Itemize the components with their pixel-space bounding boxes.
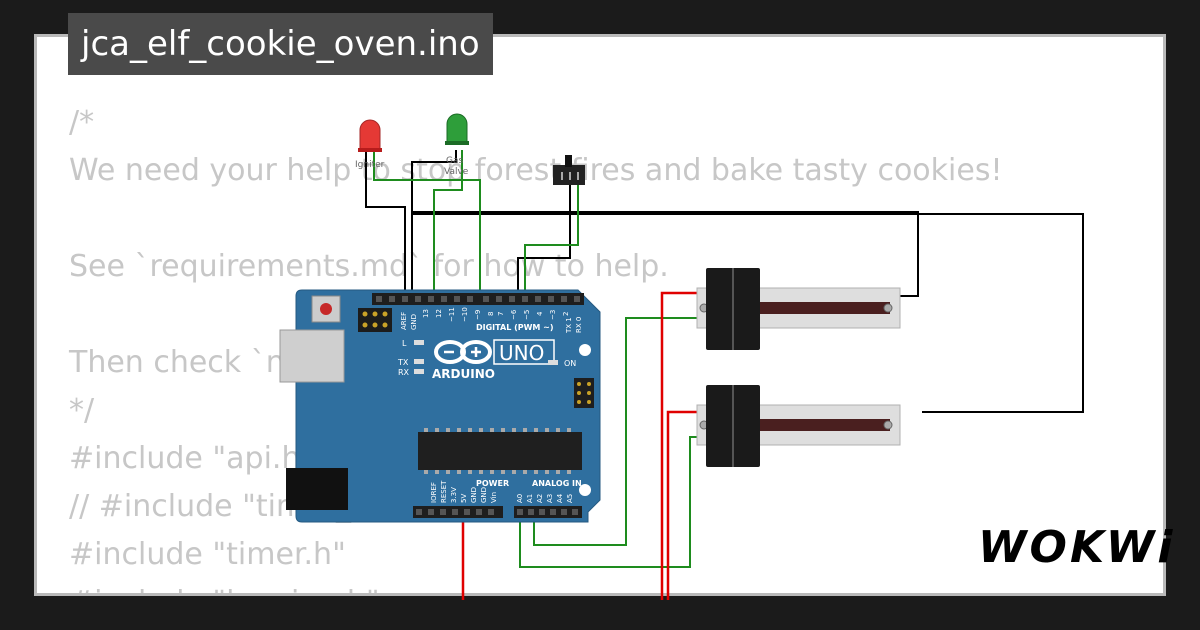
pin-label-2: 2 [562, 312, 570, 316]
pin-label-tx1: TX 1 [565, 317, 573, 334]
pin-label-a3: A3 [546, 494, 554, 503]
power-label: POWER [476, 479, 509, 488]
led-red-label: Igniter [355, 160, 385, 170]
pin-label-vin: Vin [490, 492, 498, 503]
power-jack [286, 468, 348, 510]
on-led [548, 360, 558, 365]
mount-hole-2 [579, 344, 591, 356]
digital-header [372, 293, 584, 305]
analog-pin-labels: A0 A1 A2 A3 A4 A5 [516, 493, 574, 503]
pin-label-5: ~5 [523, 310, 531, 320]
board-model: UNO [499, 341, 544, 365]
icsp-header [358, 308, 392, 332]
pin-label-8: 8 [487, 312, 495, 316]
pin-label-7: 7 [497, 312, 505, 316]
led-tx [414, 359, 424, 364]
arduino-logo-text: ARDUINO [432, 367, 495, 381]
code-line: #include "timer.h" [69, 537, 346, 572]
green-wires [373, 150, 706, 568]
code-line: See `requirements.md` for how to help. [69, 249, 669, 284]
pin-label-5v: 5V [460, 494, 468, 503]
chip-pins-bottom [424, 470, 571, 474]
slide-switch[interactable] [553, 155, 585, 185]
pin-label-ioref: IOREF [430, 482, 438, 503]
red-wires [461, 291, 706, 600]
arduino-logo-icon [434, 340, 492, 364]
code-line: */ [69, 393, 95, 428]
slide-potentiometer-1[interactable] [696, 268, 901, 350]
red-led-igniter[interactable]: Igniter [355, 119, 385, 170]
led-green-label: Gas [446, 156, 463, 166]
on-label: ON [564, 359, 576, 368]
led-tx-label: TX [397, 358, 409, 367]
icsp2-header-pins [577, 382, 591, 404]
code-line: /* [69, 105, 95, 140]
digital-label: DIGITAL (PWM ~) [476, 323, 554, 332]
atmega-chip [418, 432, 582, 470]
led-rx [414, 369, 424, 374]
led-l-label: L [402, 339, 407, 348]
digital-header-pins [376, 296, 580, 302]
pin-label-a5: A5 [566, 494, 574, 503]
mount-hole [579, 484, 591, 496]
pin-label-a2: A2 [536, 494, 544, 503]
wokwi-logo: WOKWi [978, 522, 1176, 573]
pin-label-3: ~3 [549, 310, 557, 320]
pin-label-a0: A0 [516, 494, 524, 503]
power-pin-labels: IOREF RESET 3.3V 5V GND GND Vin [430, 480, 498, 503]
pin-label-gnd2: GND [480, 487, 488, 503]
pin-label-12: 12 [435, 309, 443, 318]
pin-label-3v3: 3.3V [450, 487, 458, 503]
slide-potentiometer-2[interactable] [696, 385, 901, 467]
led-rx-label: RX [398, 368, 410, 377]
pin-label-6: ~6 [510, 309, 518, 320]
chip-pins-top [424, 428, 571, 432]
pin-label-a1: A1 [526, 494, 534, 503]
led-l [414, 340, 424, 345]
led-green-label-2: Valve [444, 167, 469, 177]
bottom-header-pins [416, 509, 578, 515]
analog-label: ANALOG IN [532, 479, 582, 488]
pin-label-rx0: RX 0 [575, 317, 583, 333]
pin-label-gnd1: GND [470, 487, 478, 503]
uno-frame [493, 339, 555, 365]
pin-label-aref: AREF [400, 312, 408, 330]
analog-header [514, 506, 582, 518]
green-led-gas-valve[interactable]: Gas Valve [444, 113, 469, 177]
pin-label-4: 4 [536, 311, 544, 316]
pin-label-9: ~9 [474, 310, 482, 320]
reset-button-cap [320, 303, 332, 315]
pin-label-gnd: GND [410, 314, 418, 330]
pin-label-13: 13 [422, 309, 430, 318]
usb-port [279, 329, 345, 383]
pin-label-10: ~10 [461, 307, 469, 322]
pin-label-a4: A4 [556, 493, 564, 503]
digital-pin-labels: AREF GND 13 12 ~11 ~10 ~9 8 7 ~6 ~5 4 ~3… [400, 307, 583, 334]
code-line: #include "logging.h" [69, 579, 1003, 593]
project-title[interactable]: jca_elf_cookie_oven.ino [68, 13, 493, 75]
black-wires [365, 150, 1084, 413]
pin-label-reset: RESET [440, 480, 448, 503]
arduino-uno-board[interactable]: AREF GND 13 12 ~11 ~10 ~9 8 7 ~6 ~5 4 ~3… [279, 289, 601, 523]
pin-label-11: ~11 [448, 307, 456, 322]
